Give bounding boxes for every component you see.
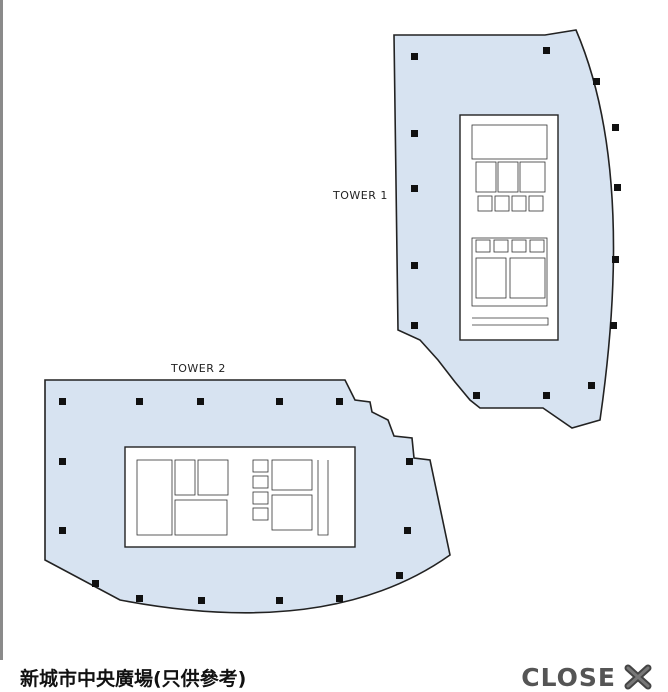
footer-bar: 新城市中央廣場(只供參考) CLOSE — [0, 660, 668, 692]
tower-1-columns — [411, 47, 621, 399]
x-cross-icon — [624, 664, 652, 690]
tower-2-core — [124, 446, 356, 548]
tower-1-label: TOWER 1 — [332, 189, 388, 202]
floor-plan: TOWER 1 TOWER 2 — [44, 29, 621, 614]
tower-1-core — [459, 114, 559, 341]
tower-2-label: TOWER 2 — [170, 362, 226, 375]
tower-1-core-details — [471, 124, 549, 326]
close-button[interactable]: CLOSE — [521, 662, 654, 692]
footer-title: 新城市中央廣場(只供參考) — [20, 668, 247, 690]
tower-2-core-details — [136, 459, 329, 536]
tower-2-columns — [59, 398, 413, 604]
close-label: CLOSE — [521, 662, 616, 692]
left-border — [0, 0, 3, 660]
